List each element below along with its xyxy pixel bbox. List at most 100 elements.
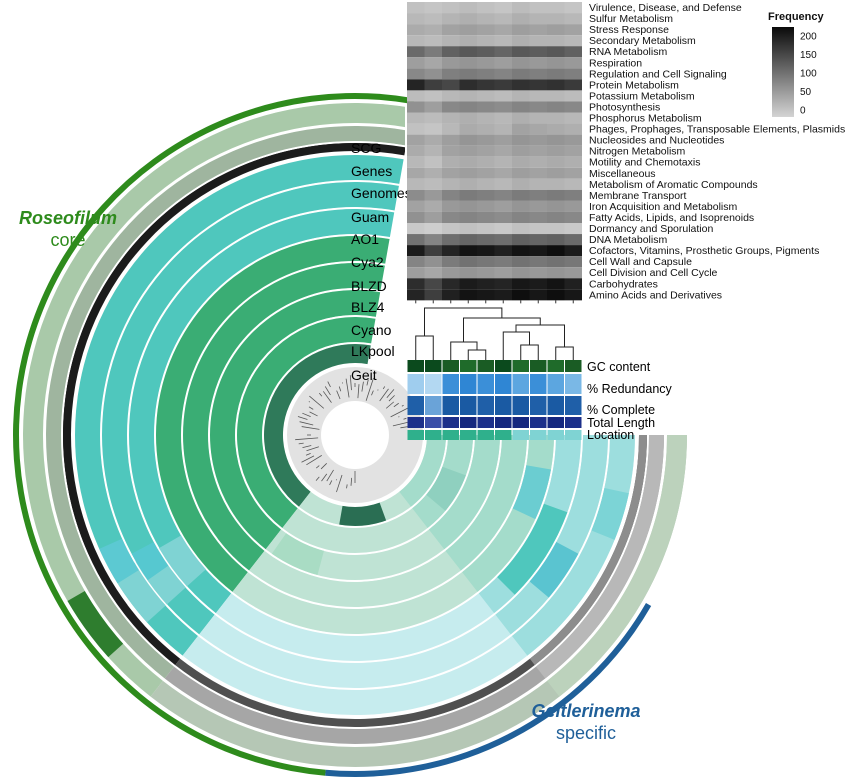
legend-tick-label: 100 bbox=[800, 69, 817, 80]
metadata-cell bbox=[512, 417, 529, 428]
heatmap-cell bbox=[512, 68, 530, 80]
dendro-branch bbox=[366, 379, 369, 386]
heatmap-cell bbox=[494, 68, 512, 80]
metadata-cell bbox=[407, 417, 424, 428]
dendro-branch bbox=[299, 421, 314, 426]
dendro-branch bbox=[379, 388, 389, 402]
ring-core-segment bbox=[237, 317, 376, 528]
dendro-branch bbox=[371, 390, 374, 396]
heatmap-cell bbox=[564, 245, 582, 257]
heatmap-cell bbox=[424, 68, 442, 80]
metadata-cell bbox=[495, 417, 512, 428]
dendro-branch bbox=[329, 480, 333, 486]
heatmap-cell bbox=[442, 278, 460, 290]
heatmap-cell bbox=[442, 178, 460, 190]
heatmap-cell bbox=[529, 13, 547, 25]
heatmap-cell bbox=[529, 289, 547, 301]
heatmap-cell bbox=[407, 200, 425, 212]
category-label: Stress Response bbox=[589, 24, 669, 36]
category-label: Membrane Transport bbox=[589, 190, 687, 202]
heatmap-cell bbox=[512, 245, 530, 257]
heatmap-cell bbox=[459, 123, 477, 135]
heatmap-cell bbox=[442, 68, 460, 80]
category-label: Respiration bbox=[589, 57, 642, 69]
category-label: Fatty Acids, Lipids, and Isoprenoids bbox=[589, 212, 754, 224]
heatmap-cell bbox=[547, 123, 565, 135]
heatmap-cell bbox=[459, 211, 477, 223]
dendro-branch bbox=[390, 407, 409, 418]
heatmap-cell bbox=[459, 256, 477, 268]
specific-annotation: Geitlerinema specific bbox=[531, 701, 640, 743]
dendro-branch bbox=[327, 381, 331, 388]
dendro-branch bbox=[403, 417, 407, 420]
legend-tick-label: 150 bbox=[800, 50, 817, 61]
heatmap-cell bbox=[564, 278, 582, 290]
heatmap-cell bbox=[494, 13, 512, 25]
heatmap-cell bbox=[442, 123, 460, 135]
heatmap-cell bbox=[564, 223, 582, 235]
category-label: Phosphorus Metabolism bbox=[589, 113, 702, 125]
ring-specific-segment bbox=[445, 435, 527, 571]
metadata-cell bbox=[547, 374, 564, 394]
core-annotation: Roseofilum core bbox=[19, 208, 117, 250]
heatmap-cell bbox=[442, 156, 460, 168]
heatmap-cell bbox=[459, 90, 477, 102]
heatmap-cell bbox=[477, 68, 495, 80]
metadata-cell bbox=[530, 396, 547, 415]
ring-0 bbox=[23, 102, 687, 767]
heatmap-cell bbox=[459, 79, 477, 91]
genome-metadata-strips bbox=[407, 360, 582, 440]
ring-label-blz4: BLZ4 bbox=[351, 299, 385, 315]
heatmap-cell bbox=[407, 267, 425, 279]
heatmap-cell bbox=[512, 200, 530, 212]
core-subtitle: core bbox=[50, 230, 85, 250]
heatmap-cell bbox=[407, 35, 425, 47]
category-label: Sulfur Metabolism bbox=[589, 13, 673, 25]
heatmap-cell bbox=[564, 112, 582, 124]
metadata-cell bbox=[442, 360, 459, 372]
ring-separator bbox=[61, 141, 649, 729]
category-label: Miscellaneous bbox=[589, 168, 656, 180]
metadata-cell bbox=[442, 430, 459, 440]
heatmap-cell bbox=[477, 178, 495, 190]
category-label: Phages, Prophages, Transposable Elements… bbox=[589, 124, 845, 136]
heatmap-cell bbox=[424, 13, 442, 25]
heatmap-cell bbox=[564, 256, 582, 268]
metadata-cell bbox=[565, 430, 582, 440]
heatmap-cell bbox=[424, 256, 442, 268]
dendro-branch bbox=[336, 390, 341, 400]
heatmap-cell bbox=[424, 211, 442, 223]
heatmap-cell bbox=[529, 90, 547, 102]
metadata-cell bbox=[407, 360, 424, 372]
dendro-branch bbox=[357, 384, 360, 399]
heatmap-cell bbox=[494, 289, 512, 301]
heatmap-cell bbox=[494, 101, 512, 113]
dendro-branch bbox=[308, 406, 314, 410]
heatmap-cell bbox=[547, 189, 565, 201]
metadata-cell bbox=[460, 374, 477, 394]
ring-specific-segment bbox=[495, 435, 608, 635]
heatmap-cell bbox=[407, 256, 425, 268]
heatmap-cell bbox=[477, 57, 495, 69]
heatmap-cell bbox=[564, 57, 582, 69]
heatmap-cell bbox=[459, 57, 477, 69]
ring-label-cya2: Cya2 bbox=[351, 254, 384, 270]
dendro-branch bbox=[392, 422, 408, 427]
core-highlight-segment bbox=[67, 591, 124, 658]
heatmap-cell bbox=[407, 68, 425, 80]
heatmap-cell bbox=[512, 57, 530, 69]
heatmap-cell bbox=[547, 223, 565, 235]
heatmap-cell bbox=[407, 90, 425, 102]
heatmap-cell bbox=[407, 223, 425, 235]
heatmap-cell bbox=[494, 123, 512, 135]
heatmap-cell bbox=[512, 156, 530, 168]
heatmap-cell bbox=[407, 79, 425, 91]
heatmap-cell bbox=[459, 145, 477, 157]
heatmap-cell bbox=[494, 211, 512, 223]
heatmap-cell bbox=[459, 234, 477, 246]
ring-accent-segment bbox=[426, 466, 466, 511]
ring-core-segment bbox=[129, 209, 395, 614]
heatmap-cell bbox=[477, 267, 495, 279]
metadata-cell bbox=[565, 417, 582, 428]
metadata-cell bbox=[460, 360, 477, 372]
